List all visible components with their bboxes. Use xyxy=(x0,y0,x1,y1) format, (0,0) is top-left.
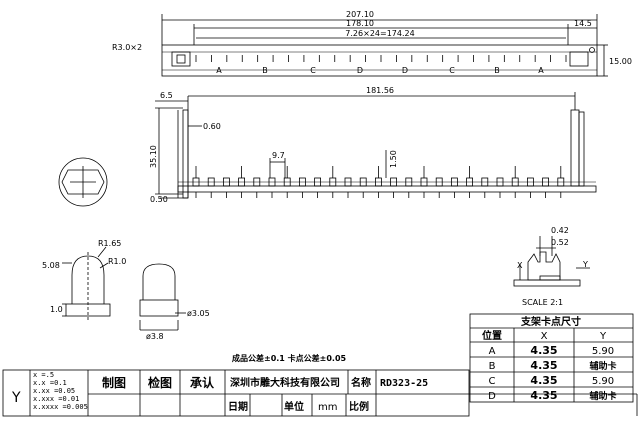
side-view-pins xyxy=(192,166,565,198)
pin-shoulder xyxy=(405,177,413,187)
end-offset-dim: 14.5 xyxy=(574,19,592,28)
unit-value: mm xyxy=(318,402,337,413)
overall-length-dim: 207.10 xyxy=(346,10,374,19)
date-label: 日期 xyxy=(228,400,248,413)
pin-shoulder xyxy=(222,177,230,187)
spec-row-c-x: 4.35 xyxy=(530,374,557,387)
name-label: 名称 xyxy=(351,376,371,389)
tol-2: x.xx =0.05 xyxy=(33,387,75,395)
end-view xyxy=(58,157,108,207)
tol-3: x.xxx =0.01 xyxy=(33,395,79,403)
pin-shoulder xyxy=(298,177,306,187)
company-name: 深圳市雕大科技有限公司 xyxy=(230,376,340,389)
side-length-dim: 181.56 xyxy=(366,86,394,95)
pin-top-radius: R1.65 xyxy=(98,239,121,248)
detail-dim-b: 0.52 xyxy=(551,238,569,247)
approve-label: 承认 xyxy=(190,375,215,390)
draw-label: 制图 xyxy=(102,375,126,390)
detail-y-label: Y xyxy=(582,260,588,269)
tolerance-note: 成品公差±0.1 卡点公差±0.05 xyxy=(232,353,347,363)
spec-row-a-x: 4.35 xyxy=(530,344,557,357)
detail-scale-label: SCALE 2:1 xyxy=(522,298,563,307)
pin-shoulder xyxy=(527,177,534,187)
side-view xyxy=(155,92,597,199)
detail-dim-a: 0.42 xyxy=(551,226,569,235)
spec-row-c-pos: C xyxy=(489,376,496,387)
strip-height-dim: 15.00 xyxy=(609,57,632,66)
spec-row-b-y: 辅助卡 xyxy=(589,360,616,372)
check-label: 检图 xyxy=(148,375,172,390)
pin-shoulder xyxy=(207,177,215,187)
position-letter: C xyxy=(310,66,316,75)
detail-view xyxy=(513,236,590,287)
top-view xyxy=(161,14,608,77)
position-letter: B xyxy=(494,66,500,75)
spec-table-title: 支架卡点尺寸 xyxy=(520,315,581,328)
pitch-length-dim: 178.10 xyxy=(346,19,374,28)
pin-view-left xyxy=(62,246,111,320)
spec-row-a-y: 5.90 xyxy=(592,346,614,357)
pin-shoulder xyxy=(314,177,322,187)
detail-x-label: X xyxy=(517,261,523,270)
spec-row-d-pos: D xyxy=(488,391,496,402)
pin-base-width: ø3.8 xyxy=(146,332,164,341)
position-letter: C xyxy=(449,66,455,75)
pin-shoulder xyxy=(253,177,261,187)
position-letter: D xyxy=(402,66,408,75)
pin-shoulder xyxy=(542,177,549,187)
spec-table xyxy=(469,313,634,403)
pin-shoulder xyxy=(390,177,398,187)
pin-body-width: ø3.05 xyxy=(187,309,210,318)
title-block xyxy=(2,369,638,417)
hole-radius-label: R3.0×2 xyxy=(112,43,142,52)
position-letter: B xyxy=(262,66,268,75)
position-letter: A xyxy=(216,66,222,75)
unit-label: 单位 xyxy=(284,400,304,413)
thickness-dim: 0.60 xyxy=(203,122,221,131)
spec-row-a-pos: A xyxy=(489,346,496,357)
pin-tip-height: 5.08 xyxy=(42,261,60,270)
spec-row-c-y: 5.90 xyxy=(592,376,614,387)
tab-height-dim: 1.50 xyxy=(389,150,398,168)
tol-0: x =.5 xyxy=(33,371,54,379)
spec-row-d-y: 辅助卡 xyxy=(589,390,616,402)
pin-shoulder xyxy=(268,177,276,187)
pin-shoulder xyxy=(481,177,489,187)
side-offset-dim: 6.5 xyxy=(160,91,173,100)
spec-row-b-pos: B xyxy=(489,361,496,372)
scale-label: 比例 xyxy=(349,400,369,413)
spec-header-y: Y xyxy=(599,331,607,342)
spec-row-d-x: 4.35 xyxy=(530,389,557,402)
position-letter: A xyxy=(538,66,544,75)
pin-shoulder xyxy=(496,177,504,187)
pin-shoulder xyxy=(450,177,458,187)
spec-row-b-x: 4.35 xyxy=(530,359,557,372)
position-letter: D xyxy=(357,66,363,75)
side-height-dim: 35.10 xyxy=(149,145,158,168)
pin-mid-radius: R1.0 xyxy=(108,257,126,266)
tol-1: x.x =0.1 xyxy=(33,379,67,387)
part-name: RD323-25 xyxy=(380,378,428,389)
tab-width-dim: 9.7 xyxy=(272,151,285,160)
pin-shoulder xyxy=(344,177,352,187)
pin-base-height: 1.0 xyxy=(50,305,63,314)
tol-4: x.xxxx =0.005 xyxy=(33,403,88,411)
top-view-pin-marks xyxy=(195,55,567,62)
pitch-formula-dim: 7.26×24=174.24 xyxy=(345,29,414,38)
pin-shoulder xyxy=(359,177,367,187)
axis-y-mark: Y xyxy=(11,390,21,406)
spec-header-x: X xyxy=(541,331,548,342)
pin-view-right xyxy=(139,263,186,331)
spec-header-pos: 位置 xyxy=(482,329,502,342)
pin-shoulder xyxy=(435,177,443,187)
base-dim: 0.50 xyxy=(150,195,168,204)
